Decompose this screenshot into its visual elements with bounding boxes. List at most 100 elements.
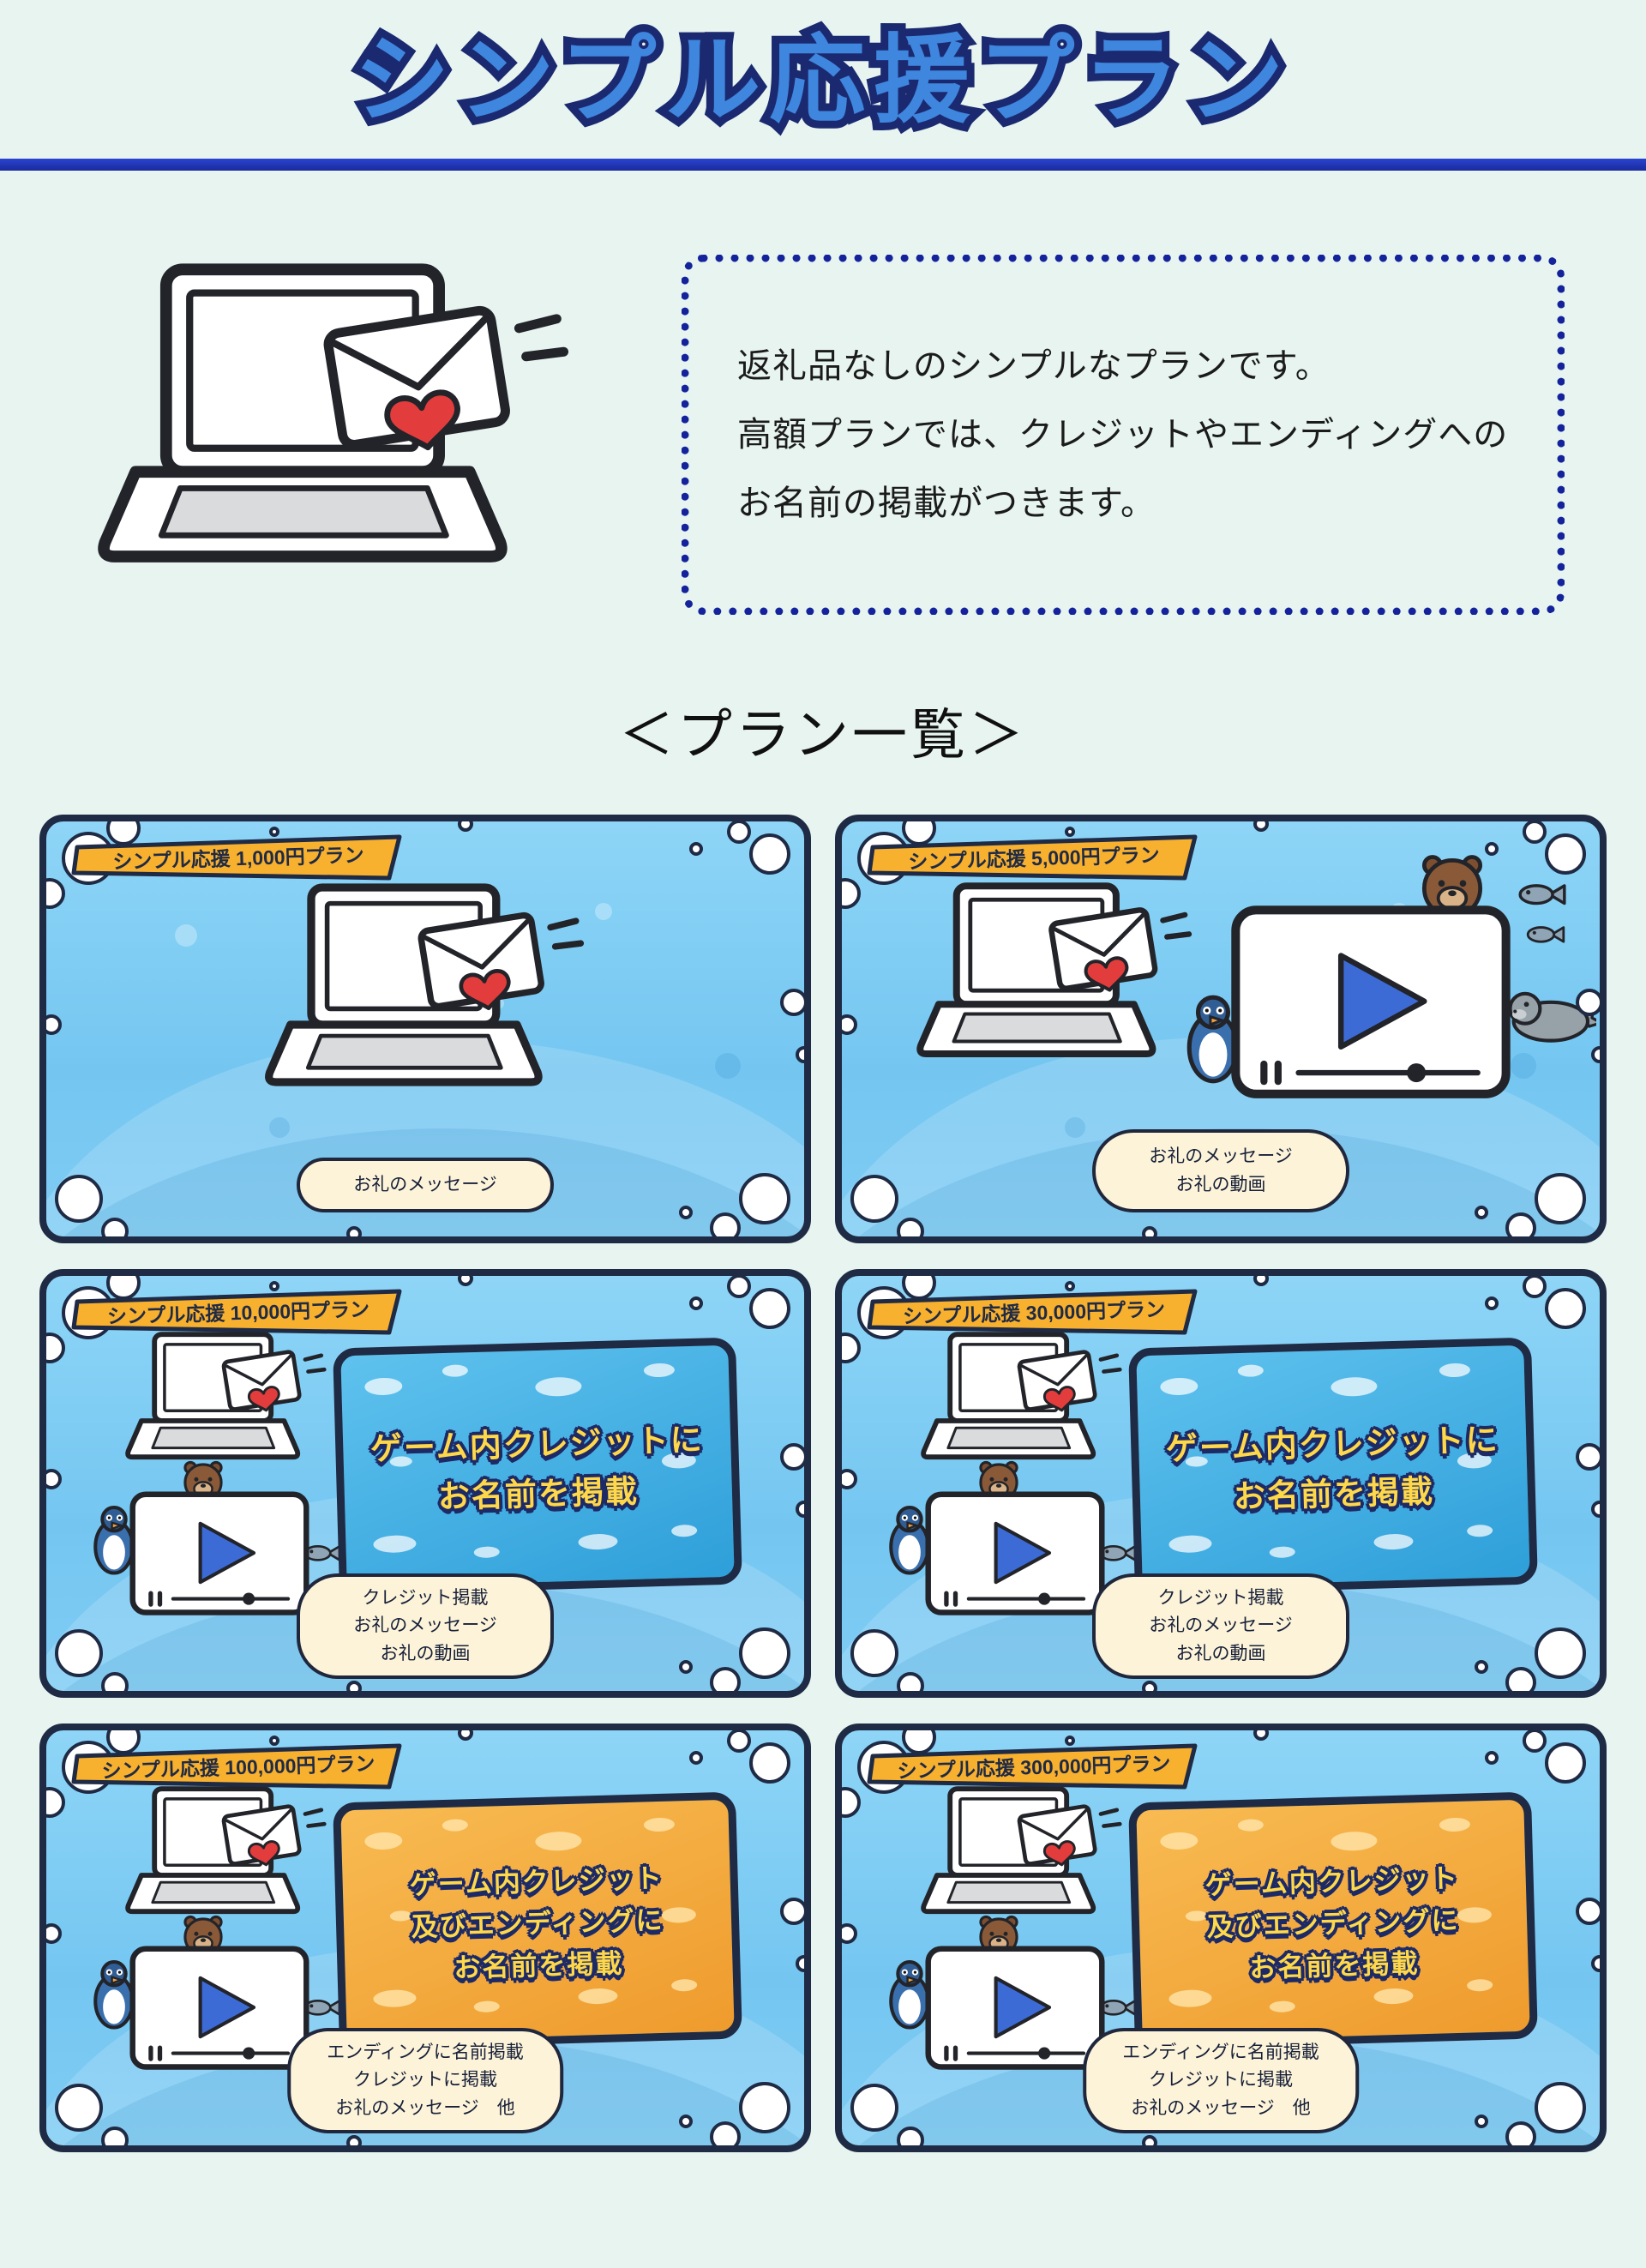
intro-line: 返礼品なしのシンプルなプランです。: [737, 347, 1331, 386]
benefit-line: お礼の動画: [1175, 1174, 1266, 1194]
foam-bubble: [1065, 827, 1075, 838]
water-dot: [269, 1117, 290, 1139]
foam-bubble: [1142, 1681, 1157, 1692]
foam-bubble: [842, 1014, 857, 1036]
laptop-letter-illustration: [81, 253, 587, 617]
video-player-icon: [924, 1945, 1106, 2071]
foam-bubble: [842, 1787, 861, 1819]
benefit-line: お礼のメッセージ: [353, 1174, 497, 1194]
plan-card: シンプル応援 5,000円プラン お礼のメッセージお礼の動画: [835, 815, 1607, 1244]
plan-card: ゲーム内クレジットにお名前を掲載 シンプル応援 10,000円プラン クレジット…: [39, 1269, 811, 1699]
foam-bubble: [1065, 1736, 1075, 1747]
fish-icon: [1097, 1542, 1138, 1565]
foam-bubble: [101, 2127, 129, 2146]
foam-bubble: [1576, 989, 1600, 1017]
foam-bubble: [458, 1276, 473, 1287]
intro-line: お名前の掲載がつきます。: [737, 484, 1156, 523]
intro-line: 高額プランでは、クレジットやエンディングへの: [737, 416, 1509, 454]
play-icon: [198, 1521, 256, 1585]
water-dot: [595, 903, 612, 921]
foam-bubble: [727, 821, 751, 845]
foam-bubble: [850, 1629, 898, 1678]
foam-bubble: [679, 2115, 693, 2129]
benefit-line: お礼の動画: [1175, 1643, 1266, 1663]
foam-bubble: [710, 1212, 741, 1237]
benefit-pill: エンディングに名前掲載クレジットに掲載お礼のメッセージ 他: [1083, 2027, 1359, 2134]
credit-screen-line: ゲーム内クレジットに: [1165, 1422, 1500, 1467]
foam-bubble: [1535, 1627, 1586, 1680]
benefit-line: お礼の動画: [380, 1643, 471, 1663]
credit-screen-line: ゲーム内クレジット: [1204, 1862, 1460, 1900]
benefit-line: お礼のメッセージ: [353, 1615, 497, 1636]
plan-ribbon: シンプル応援 100,000円プラン: [70, 1742, 406, 1790]
foam-bubble: [897, 1218, 924, 1237]
foam-bubble: [46, 1014, 62, 1036]
penguin-icon: [885, 1958, 934, 2030]
benefit-line: クレジットに掲載: [1149, 2070, 1293, 2091]
video-player-icon: [1229, 904, 1512, 1100]
foam-bubble: [796, 1955, 804, 1973]
credit-screen-line: 及びエンディングに: [411, 1904, 664, 1942]
foam-bubble: [1545, 833, 1586, 875]
foam-bubble: [1142, 2135, 1157, 2146]
credit-screen-line: 及びエンディングに: [1206, 1904, 1460, 1942]
foam-bubble: [749, 833, 790, 875]
video-player-icon: [129, 1945, 310, 2071]
video-player-icon: [924, 1490, 1106, 1616]
foam-bubble: [269, 1736, 279, 1747]
foam-bubble: [346, 1226, 362, 1237]
plans-grid: シンプル応援 1,000円プラン お礼のメッセージ: [39, 815, 1607, 2153]
foam-bubble: [101, 1672, 129, 1692]
credit-screen-line: お名前を掲載: [1233, 1473, 1435, 1515]
penguin-icon: [1181, 993, 1245, 1085]
foam-bubble: [46, 1333, 65, 1364]
laptop-letter-icon: [254, 876, 597, 1123]
foam-bubble: [727, 1276, 751, 1299]
play-icon: [1337, 953, 1427, 1050]
foam-bubble: [46, 1469, 62, 1490]
credit-screen: ゲーム内クレジットにお名前を掲載: [333, 1337, 742, 1596]
play-icon: [994, 1521, 1052, 1585]
benefit-pill: お礼のメッセージ: [297, 1157, 554, 1213]
ribbon-shape: [867, 834, 1198, 881]
section-heading: ＜プラン一覧＞: [619, 704, 1027, 767]
play-icon: [994, 1976, 1052, 2039]
plan-label: シンプル応援 300,000円プラン: [897, 1752, 1171, 1783]
foam-bubble: [1253, 1730, 1269, 1742]
plan-label: シンプル応援 100,000円プラン: [101, 1752, 375, 1783]
plan-label: シンプル応援 30,000円プラン: [902, 1297, 1166, 1328]
foam-bubble: [739, 1173, 790, 1225]
foam-bubble: [850, 2084, 898, 2133]
foam-bubble: [1485, 842, 1499, 857]
benefit-pill: お礼のメッセージお礼の動画: [1092, 1129, 1349, 1213]
foam-bubble: [749, 1288, 790, 1330]
water-dot: [715, 1053, 741, 1080]
benefit-line: クレジット掲載: [362, 1587, 489, 1608]
foam-bubble: [1523, 1730, 1547, 1754]
foam-bubble: [269, 1281, 279, 1292]
foam-bubble: [749, 1742, 790, 1784]
otter-icon: [1411, 847, 1493, 925]
page-title-outline: シンプル応援プラン: [346, 19, 1293, 141]
foam-bubble: [1535, 2082, 1586, 2134]
foam-bubble: [689, 842, 703, 857]
plan-card: ゲーム内クレジット及びエンディングにお名前を掲載 シンプル応援 100,000円…: [39, 1724, 811, 2153]
foam-bubble: [780, 1443, 804, 1471]
foam-bubble: [1505, 1212, 1536, 1237]
video-player-icon: [129, 1490, 310, 1616]
foam-bubble: [55, 1629, 103, 1678]
foam-bubble: [1535, 1173, 1586, 1225]
foam-bubble: [458, 821, 473, 833]
foam-bubble: [780, 1898, 804, 1926]
foam-bubble: [842, 1923, 857, 1945]
ribbon-shape: [867, 1743, 1198, 1790]
ribbon-shape: [71, 834, 402, 881]
foam-bubble: [1591, 1501, 1600, 1519]
benefit-pill: クレジット掲載お礼のメッセージお礼の動画: [1092, 1573, 1349, 1680]
foam-bubble: [1485, 1296, 1499, 1311]
foam-bubble: [1253, 821, 1269, 833]
water-dot: [1065, 1117, 1085, 1139]
foam-bubble: [689, 1751, 703, 1766]
laptop-letter-icon: [914, 1327, 1130, 1483]
foam-bubble: [346, 2135, 362, 2146]
